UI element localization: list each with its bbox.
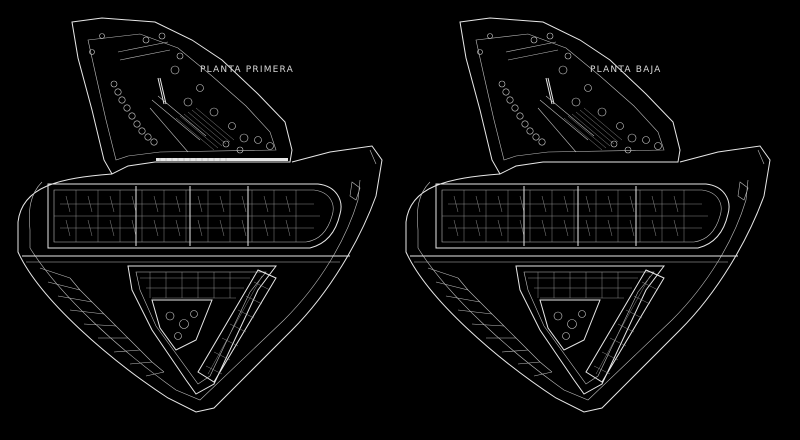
plan-title-baja: PLANTA BAJA bbox=[590, 65, 662, 75]
plan-planta-baja: PLANTA BAJA bbox=[405, 17, 771, 413]
plan-title-primera: PLANTA PRIMERA bbox=[200, 65, 294, 75]
plan-planta-primera: PLANTA PRIMERA bbox=[17, 17, 383, 413]
